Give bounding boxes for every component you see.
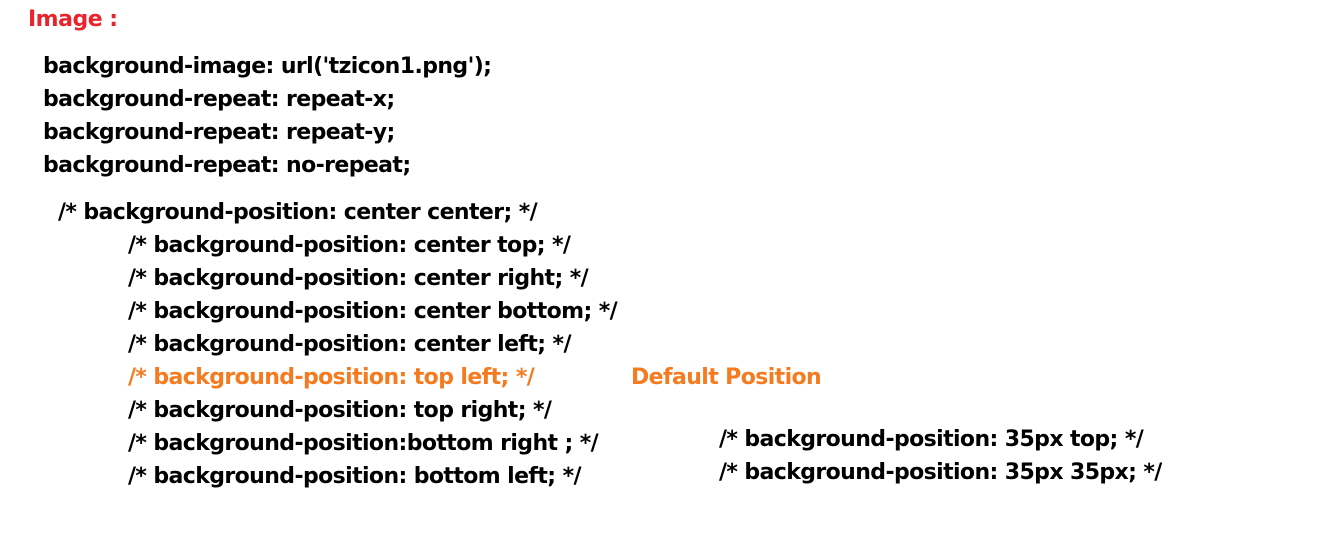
default-position-label: Default Position bbox=[631, 365, 822, 390]
position-line: /* background-position:bottom right ; */ bbox=[128, 431, 599, 456]
extra-position-line: /* background-position: 35px top; */ bbox=[719, 427, 1144, 452]
property-line: background-image: url('tzicon1.png'); bbox=[43, 54, 492, 79]
property-line: background-repeat: no-repeat; bbox=[43, 153, 411, 178]
position-line: /* background-position: top right; */ bbox=[128, 398, 552, 423]
position-line: /* background-position: center top; */ bbox=[128, 233, 571, 258]
position-header-line: /* background-position: center center; *… bbox=[58, 200, 538, 225]
position-line: /* background-position: center bottom; *… bbox=[128, 299, 618, 324]
position-line-default: /* background-position: top left; */ bbox=[128, 365, 535, 390]
page-heading: Image : bbox=[28, 7, 118, 32]
extra-position-line: /* background-position: 35px 35px; */ bbox=[719, 460, 1162, 485]
position-line: /* background-position: bottom left; */ bbox=[128, 464, 582, 489]
property-line: background-repeat: repeat-x; bbox=[43, 87, 395, 112]
property-line: background-repeat: repeat-y; bbox=[43, 120, 395, 145]
position-line: /* background-position: center right; */ bbox=[128, 266, 589, 291]
position-line: /* background-position: center left; */ bbox=[128, 332, 571, 357]
